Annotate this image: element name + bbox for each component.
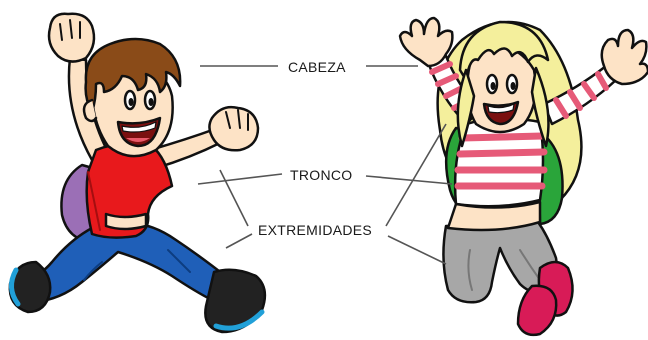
- limbs-line-girl-leg: [387, 235, 447, 265]
- girl-right-hand: [600, 28, 648, 86]
- limbs-line-girl-arm: [385, 123, 447, 227]
- girl-figure: [398, 16, 648, 337]
- label-trunk: TRONCO: [290, 167, 353, 183]
- girl-hair-bangs: [458, 20, 550, 82]
- label-limbs: EXTREMIDADES: [258, 222, 373, 238]
- limbs-line-arm: [219, 169, 249, 227]
- trunk-line-left: [197, 173, 283, 185]
- leader-lines: [197, 65, 453, 265]
- boy-hair: [84, 37, 182, 114]
- boy-right-fist: [208, 105, 260, 152]
- boy-right-shoe: [204, 268, 267, 334]
- girl-left-hand: [398, 16, 454, 68]
- trunk-line-right: [365, 175, 453, 185]
- girl-right-shoe: [516, 284, 558, 337]
- limbs-line-leg: [225, 233, 253, 249]
- boy-figure: [8, 12, 267, 334]
- label-head: CABEZA: [288, 59, 346, 75]
